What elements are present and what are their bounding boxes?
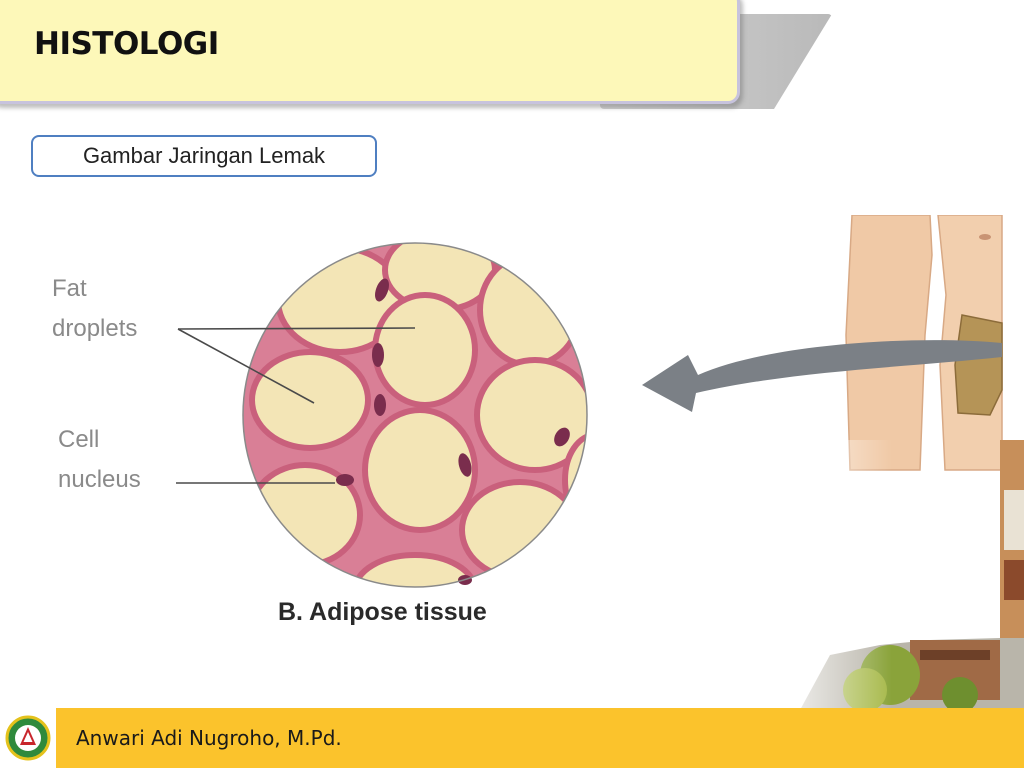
figure-caption: B. Adipose tissue	[278, 598, 487, 626]
leader-lines	[176, 327, 416, 484]
adipose-tissue-illustration	[176, 242, 588, 588]
title-banner	[0, 0, 740, 104]
logo-box	[0, 708, 56, 768]
campus-photo	[760, 440, 1024, 713]
fat-layer-patch	[954, 314, 1003, 416]
page-title: HISTOLOGI	[34, 26, 219, 62]
label-fat: Fat	[52, 275, 87, 302]
subtitle-text: Gambar Jaringan Lemak	[82, 143, 326, 168]
footer-bar: Anwari Adi Nugroho, M.Pd.	[0, 708, 1024, 768]
fat-cells	[247, 243, 587, 587]
cell-nuclei	[336, 278, 570, 585]
university-logo-icon	[5, 715, 51, 761]
footer-author: Anwari Adi Nugroho, M.Pd.	[76, 726, 342, 750]
subtitle-box: Gambar Jaringan Lemak	[31, 135, 377, 177]
label-nucleus: nucleus	[58, 466, 141, 493]
label-droplets: droplets	[52, 315, 138, 342]
adipose-tissue-figure: Fat droplets Cell nucleus B. Adipose tis…	[40, 215, 600, 645]
curved-arrow-icon	[642, 340, 1002, 412]
label-cell: Cell	[58, 426, 100, 453]
body-illustration	[640, 214, 1005, 475]
